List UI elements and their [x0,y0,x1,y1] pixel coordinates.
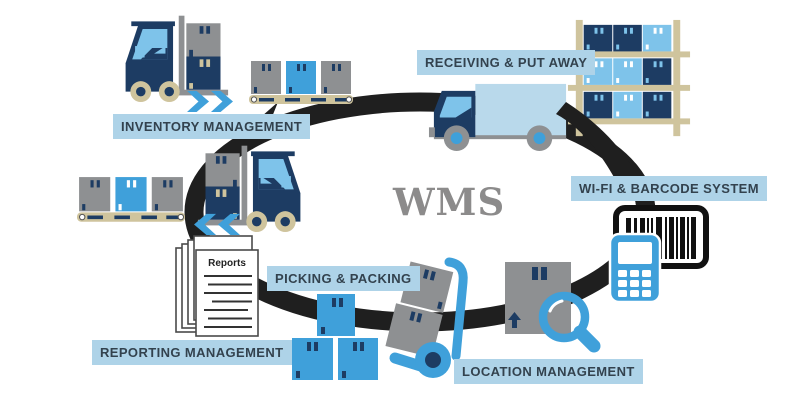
conveyor-left-icon [77,177,185,222]
label-location-management: LOCATION MANAGEMENT [454,359,643,384]
label-picking-packing: PICKING & PACKING [267,266,420,291]
label-wifi-barcode-system: WI-FI & BARCODE SYSTEM [571,176,767,201]
forklift-right-icon [125,15,229,103]
delivery-truck-icon [428,83,567,151]
magnifier-icon [538,291,601,353]
arrows-right-icon [187,90,233,112]
location-box-group [505,262,601,353]
label-receiving-put-away: RECEIVING & PUT AWAY [417,50,596,75]
wms-title: WMS [393,180,506,224]
reports-title: Reports [208,258,246,269]
box-stack-icon [292,294,378,380]
reports-stack-icon: Reports [175,235,259,337]
storage-rack-icon [567,19,691,137]
conveyor-top-icon [249,61,353,104]
label-reporting-management: REPORTING MANAGEMENT [92,340,292,365]
label-inventory-management: INVENTORY MANAGEMENT [113,114,311,139]
barcode-scanner-icon [608,205,709,304]
forklift-left-icon [197,145,301,233]
arrows-left-icon [194,213,240,235]
